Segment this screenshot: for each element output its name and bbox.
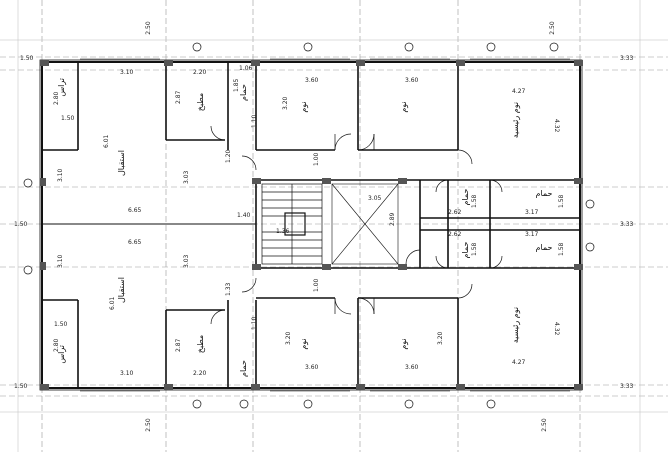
label-bedroom-2: نوم xyxy=(399,101,408,112)
label-bath-r2: حمام xyxy=(536,189,553,198)
dim-432-b: 4.32 xyxy=(553,322,560,336)
dim-262-t: 2.62 xyxy=(448,209,462,216)
dim-303-b: 3.03 xyxy=(183,254,190,268)
dim-360-b: 3.60 xyxy=(305,364,319,371)
dim-262-b: 2.62 xyxy=(448,231,462,238)
dim-150-in-t: 1.50 xyxy=(61,115,75,122)
label-bath-tl: حمام xyxy=(239,84,248,101)
dim-427-b: 4.27 xyxy=(512,359,526,366)
dim-601-t: 6.01 xyxy=(103,134,110,148)
label-kitchen-bottom: مطبخ xyxy=(196,335,205,353)
dim-158-1: 1.58 xyxy=(471,194,478,208)
dim-333-br: 3.33 xyxy=(620,383,634,390)
label-master-top: نوم رئيسية xyxy=(511,102,520,138)
dim-287-b: 2.87 xyxy=(175,338,182,352)
dim-333-mr: 3.33 xyxy=(620,221,634,228)
dim-158-4: 1.58 xyxy=(558,242,565,256)
dim-310-v2: 3.10 xyxy=(57,254,64,268)
dim-280-t: 2.80 xyxy=(53,91,60,105)
label-master-bottom: نوم رئيسية xyxy=(511,307,520,343)
dim-303-t: 3.03 xyxy=(183,170,190,184)
dim-220-t: 2.20 xyxy=(193,69,207,76)
dim-185-t: 1.85 xyxy=(233,78,240,92)
dim-665-t: 6.65 xyxy=(128,207,142,214)
label-bath-r3: حمام xyxy=(461,241,470,258)
dim-150-bl: 1.50 xyxy=(14,383,28,390)
dim-432-t: 4.32 xyxy=(553,119,560,133)
doors xyxy=(210,125,503,325)
dimension-texts: 2.50 2.50 2.50 2.50 1.50 1.50 1.50 3.33 … xyxy=(14,21,634,432)
structural-columns xyxy=(40,60,583,390)
staircase xyxy=(261,183,323,265)
dim-289: 2.89 xyxy=(389,212,396,226)
label-reception-top: استقبال xyxy=(117,150,126,176)
dim-bot-250-r: 2.50 xyxy=(541,418,548,432)
dim-136: 1.36 xyxy=(276,228,290,235)
dim-320-b2: 3.20 xyxy=(437,331,444,345)
dim-360-b2: 3.60 xyxy=(405,364,419,371)
dim-360-t2: 3.60 xyxy=(405,77,419,84)
dim-305: 3.05 xyxy=(368,195,382,202)
dim-665-b: 6.65 xyxy=(128,239,142,246)
dim-158-2: 1.58 xyxy=(471,242,478,256)
label-bath-bl: حمام xyxy=(239,360,248,377)
dim-120: 1.20 xyxy=(225,149,232,163)
dim-158-3: 1.58 xyxy=(558,194,565,208)
shaft xyxy=(331,183,399,265)
label-balcony-bottom: تراس xyxy=(57,345,66,364)
dim-140: 1.40 xyxy=(237,212,251,219)
label-bedroom-3: نوم xyxy=(299,338,308,349)
dim-150-in-b: 1.50 xyxy=(54,321,68,328)
room-labels: استقبال استقبال تراس تراس مطبخ مطبخ حمام… xyxy=(57,78,553,377)
label-balcony-top: تراس xyxy=(57,78,66,97)
dim-bot-250: 2.50 xyxy=(145,418,152,432)
dim-601-b: 6.01 xyxy=(109,296,116,310)
dim-100-t: 1.00 xyxy=(313,152,320,166)
dim-top-250: 2.50 xyxy=(145,21,152,35)
dim-333-tr: 3.33 xyxy=(620,55,634,62)
interior-walls xyxy=(42,62,580,388)
dim-220-b: 2.20 xyxy=(193,370,207,377)
dim-287-t: 2.87 xyxy=(175,90,182,104)
dim-310-t: 3.10 xyxy=(120,69,134,76)
dim-133: 1.33 xyxy=(225,282,232,296)
dim-317-t: 3.17 xyxy=(525,209,539,216)
dim-310-v1: 3.10 xyxy=(57,168,64,182)
label-reception-bottom: استقبال xyxy=(117,277,126,303)
dim-360-t: 3.60 xyxy=(305,77,319,84)
label-bedroom-1: نوم xyxy=(299,101,308,112)
dim-310-b: 3.10 xyxy=(120,370,134,377)
label-kitchen-top: مطبخ xyxy=(196,93,205,111)
dim-280-b: 2.80 xyxy=(53,338,60,352)
dim-100-b: 1.00 xyxy=(313,278,320,292)
dim-427-t: 4.27 xyxy=(512,88,526,95)
label-bath-r1: حمام xyxy=(461,188,470,205)
windows xyxy=(80,58,570,392)
dim-top-250-r: 2.50 xyxy=(549,21,556,35)
dim-106-t: 1.06 xyxy=(239,65,253,72)
dim-317-b: 3.17 xyxy=(525,231,539,238)
outer-walls xyxy=(39,59,583,391)
label-bedroom-4: نوم xyxy=(399,338,408,349)
dim-150-tl: 1.50 xyxy=(20,55,34,62)
dim-150-ml: 1.50 xyxy=(14,221,28,228)
axis-bubbles xyxy=(23,42,595,409)
dim-320-t: 3.20 xyxy=(282,96,289,110)
label-bath-r4: حمام xyxy=(536,243,553,252)
dim-110-b: 1.10 xyxy=(251,316,258,330)
dim-110-t: 1.10 xyxy=(251,114,258,128)
dim-320-b: 3.20 xyxy=(285,331,292,345)
